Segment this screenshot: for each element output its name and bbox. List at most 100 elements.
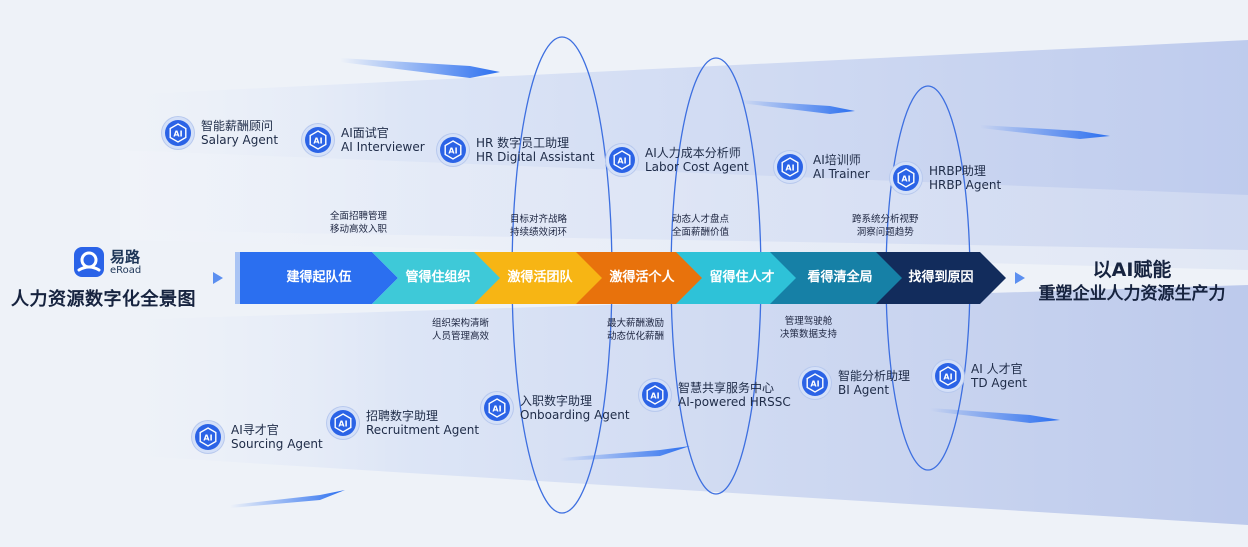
chevron-right-icon [1015,272,1025,284]
agent-label-en: AI Trainer [813,167,870,181]
note-line: 全面薪酬价值 [672,227,730,238]
agent-label-zh: HRBP助理 [929,164,986,178]
stage-shape [576,252,708,304]
note-line: 组织架构清晰 [432,318,490,329]
stage-shape [876,252,1006,304]
svg-text:AI: AI [650,392,659,401]
ai-chip-icon: AI [330,410,356,436]
agent-label-zh: HR 数字员工助理 [476,136,570,150]
agent-label-zh: AI人力成本分析师 [645,146,741,160]
note-line: 最大薪酬激励 [607,318,665,329]
note-recruiting: 全面招聘管理 移动高效入职 [330,210,387,236]
svg-text:AI: AI [617,157,626,166]
note-line: 持续绩效闭环 [510,227,568,238]
stage-label: 激得活团队 [507,270,573,285]
page-title: 人力资源数字化全景图 [11,289,196,310]
note-line: 目标对齐战略 [510,214,568,225]
chevron-right-icon [213,272,223,284]
brand-name-en: eRoad [110,265,142,276]
svg-text:AI: AI [943,373,952,382]
conclusion-line-1: 以AI赋能 [1092,259,1172,281]
note-line: 决策数据支持 [780,329,838,340]
stage-label: 管得住组织 [405,270,471,285]
agent-label-en: Recruitment Agent [366,423,480,437]
note-line: 全面招聘管理 [330,211,388,222]
note-line: 动态人才盘点 [672,214,730,225]
stage-shape [372,252,504,304]
stage-label: 建得起队伍 [286,270,352,285]
stage-shape [676,252,808,304]
note-talent-review: 动态人才盘点 全面薪酬价值 [672,213,729,239]
agent-label-zh: AI寻才官 [231,423,279,437]
stage-shape [770,252,910,304]
ai-chip-icon: AI [609,147,635,173]
note-line: 动态优化薪酬 [607,331,665,342]
agent-label-zh: 智能薪酬顾问 [201,119,274,133]
ai-chip-icon: AI [305,127,331,153]
svg-text:AI: AI [338,420,347,429]
stage-find-root-cause: 找得到原因 [876,252,1006,304]
agent-label-en: Sourcing Agent [231,437,323,451]
note-line: 洞察问题趋势 [856,227,914,238]
svg-text:AI: AI [901,175,910,184]
ai-chip-icon: AI [777,154,803,180]
ai-chip-icon: AI [893,165,919,191]
agent-label-en: Onboarding Agent [520,408,630,422]
agent-label-en: AI Interviewer [341,140,425,154]
conclusion-line-2: 重塑企业人力资源生产力 [1038,284,1226,304]
agent-label-en: TD Agent [971,376,1027,390]
agent-label-en: Labor Cost Agent [645,160,749,174]
stage-shape [474,252,606,304]
agent-label-zh: 智能分析助理 [838,369,911,383]
agent-label-zh: AI 人才官 [971,362,1023,376]
svg-text:AI: AI [492,405,501,414]
note-line: 移动高效入职 [330,224,388,235]
note-line: 人员管理高效 [432,331,490,342]
agent-label-zh: 智慧共享服务中心 [678,381,775,395]
agent-label-zh: AI面试官 [341,126,389,140]
svg-text:AI: AI [448,147,457,156]
stage-motivate-team: 激得活团队 [474,252,606,304]
stage-motivate-individual: 激得活个人 [576,252,708,304]
ai-chip-icon: AI [165,120,191,146]
stage-retain-talent: 留得住人才 [676,252,808,304]
conclusion: 以AI赋能 重塑企业人力资源生产力 [1022,258,1242,306]
svg-text:AI: AI [785,164,794,173]
stage-label: 看得清全局 [807,270,873,285]
agent-label-en: AI-powered HRSSC [678,395,791,409]
agent-label-en: BI Agent [838,383,890,397]
agent-label-en: HRBP Agent [929,178,1002,192]
note-analytics: 跨系统分析视野 洞察问题趋势 [852,213,919,239]
svg-text:AI: AI [173,130,182,139]
svg-text:AI: AI [810,380,819,389]
agent-label-en: HR Digital Assistant [476,150,595,164]
stage-label: 找得到原因 [908,270,974,285]
agent-label-zh: AI培训师 [813,153,861,167]
agent-label-zh: 招聘数字助理 [366,409,439,423]
stage-manage-org: 管得住组织 [372,252,504,304]
stage-shape [240,252,398,304]
svg-text:AI: AI [203,434,212,443]
ai-chip-icon: AI [440,137,466,163]
ai-chip-icon: AI [484,395,510,421]
note-compensation: 最大薪酬激励 动态优化薪酬 [607,317,664,343]
stage-label: 激得活个人 [609,270,675,285]
stage-label: 留得住人才 [709,270,775,285]
note-line: 管理驾驶舱 [784,316,833,327]
agent-label-en: Salary Agent [201,133,279,147]
ai-chip-icon: AI [195,424,221,450]
ai-chip-icon: AI [802,370,828,396]
